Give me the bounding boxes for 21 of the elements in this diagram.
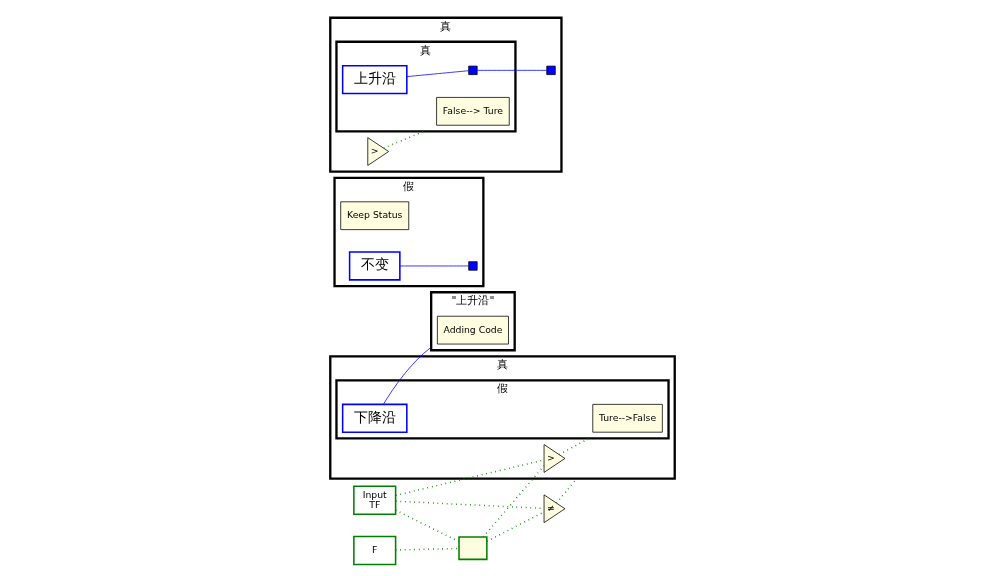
node-box: 不变 [348,251,401,281]
node-box: Adding Code [436,315,509,345]
connector [406,70,469,77]
node-box: 下降沿 [341,403,408,433]
node-box: 上升沿 [341,64,408,95]
node-box: F [353,535,397,566]
node-box: Ture-->False [592,403,663,433]
connector [383,346,432,405]
connector [399,265,469,267]
connector [558,437,591,456]
node-box [458,536,488,561]
node-box [546,65,556,75]
node-box [468,65,478,75]
connector [476,69,548,71]
node-box: Input TF [353,485,397,515]
connector [486,511,545,543]
node-box: False--> Ture [436,97,510,126]
connector [482,465,545,538]
node-box [468,261,478,271]
connector [383,130,425,149]
node-box: Keep Status [340,201,410,230]
